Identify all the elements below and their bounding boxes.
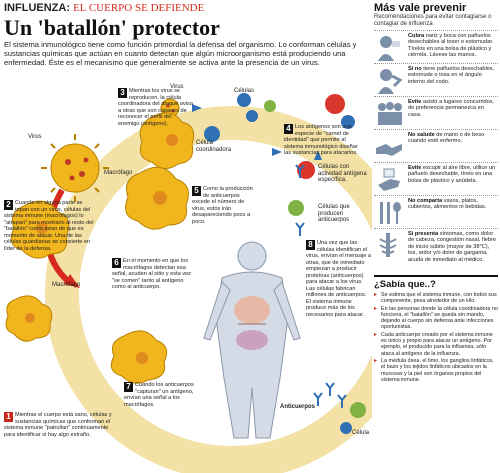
step-5: 5 Como la producción de anticuerpos exce… [192,186,258,225]
step-8-number: 8 [306,240,315,250]
tip-7-bold: Si presenta [408,231,439,237]
human-body-figure [203,241,301,439]
prevention-sidebar: Más vale prevenir Recomendaciones para e… [374,2,498,472]
cell-blue-3-icon [341,115,355,129]
step-2-text: Cuando en alguna parte se topan con un v… [4,200,94,252]
step-7-number: 7 [124,382,133,392]
tip-6-bold: No comparta [408,198,443,204]
tip-6-text: vasos, platos, cubiertos, alimentos ni b… [408,198,487,211]
cell-blue-icon [237,93,251,107]
cell-green-top-icon [264,100,276,112]
cell-bottom-icon [350,402,366,418]
step-4: 4 Los antígenos son una especie de "carn… [284,124,364,157]
did-you-know-item: Se estima que el sistema inmune, con tod… [374,292,498,305]
cell-active-icon [297,161,315,179]
did-you-know-item: La médula ósea, el timo, los ganglios li… [374,358,498,383]
tip-4-text: de mano o de beso cuando esté enfermo. [408,132,485,145]
step-2: 2 Cuando en alguna parte se topan con un… [4,200,94,252]
tip-2-bold: Si no [408,66,422,72]
step-1-text: Mientras el cuerpo está sano, células y … [4,412,112,438]
step-3: 3 Mientras los virus se reproducen, la c… [118,88,194,127]
kicker-main: INFLUENZA: [4,2,70,14]
did-you-know-item: Cada anticuerpo creado por el sistema in… [374,332,498,357]
step-5-text: Como la producción de anticuerpos excede… [192,186,253,225]
step-4-number: 4 [284,124,293,134]
cell-red-top-icon [325,94,345,114]
step-3-number: 3 [118,88,127,98]
tip-7-text: síntomas, como dolor de cabeza, congesti… [408,231,497,263]
tip-5-bold: Evite [408,165,422,171]
did-you-know-list: Se estima que el sistema inmune, con tod… [374,292,498,383]
tip-crowds: Evite asistir a lugares concurridos, de … [374,96,498,129]
step-7: 7 Cuando los anticuerpos "capturan" un a… [124,382,206,408]
macrophage-center-icon [110,330,168,384]
step-7-text: Cuando los anticuerpos "capturan" un ant… [124,382,194,408]
handshake-icon [376,144,402,156]
step-1-number: 1 [4,412,13,422]
elbow-sneeze-icon [378,69,403,94]
tip-1-text: nariz y boca con pañuelos desechables al… [408,33,494,59]
cutlery-icon [380,202,401,224]
cough-icon [378,36,400,61]
cell-bottom-2-icon [340,422,352,434]
label-celula-coordinadora: Célula coordinadora [196,140,232,153]
did-you-know-title: ¿Sabía que..? [374,275,498,290]
tip-spit: Evite escupir al aire libre, utilice un … [374,162,498,195]
tip-4-bold: No salude [408,132,435,138]
label-anticuerpos: Anticuerpos [280,404,316,410]
tip-elbow: Si no tiene pañuelos desechables, estorn… [374,63,498,96]
label-virus-left: Virus [28,134,42,140]
crowd-icon [378,102,402,125]
flow-arrows [192,104,322,160]
did-you-know: ¿Sabía que..? Se estima que el sistema i… [374,275,498,383]
virus-left-icon [41,134,109,202]
did-you-know-item: En las personas donde la célula coordina… [374,306,498,331]
macrophage-low-icon [5,295,53,342]
coordinator-cell-icon [204,126,220,142]
sidebar-title: Más vale prevenir [374,2,467,14]
tip-5-text: escupir al aire libre, utilice un pañuel… [408,165,496,184]
step-6-text: En el momento en que los macrófagos dete… [112,258,191,290]
label-macrofago-mid: Macrófago [104,170,133,176]
tip-1-bold: Cubra [408,33,425,39]
step-6-number: 6 [112,258,121,268]
tip-3-text: asistir a lugares concurridos, de prefer… [408,99,495,118]
tissue-icon [378,168,400,191]
step-1: 1 Mientras el cuerpo está sano, células … [4,412,112,438]
medical-icon [379,233,397,257]
tip-2-text: tiene pañuelos desechables, estornude o … [408,66,495,85]
step-3-text: Mientras los virus se reproducen, la cél… [118,88,193,127]
tip-symptoms: Si presenta síntomas, como dolor de cabe… [374,228,498,272]
step-8-text: Una vez que las células identifican el v… [306,240,371,318]
kicker-sub: EL CUERPO SE DEFIENDE [73,2,205,14]
step-5-number: 5 [192,186,201,196]
label-macrofago-low: Macrófago [52,282,81,288]
sidebar-subtitle: Recomendaciones para evitar contagiarse … [374,14,492,27]
kicker: INFLUENZA: EL CUERPO SE DEFIENDE [4,2,204,14]
macrophage-left-icon [10,200,70,259]
step-8: 8 Una vez que las células identifican el… [306,240,372,318]
label-celulas-actividad: Células con actividad antígena específic… [318,164,367,183]
antibodies-icon [295,164,347,408]
label-celulas: Células [234,88,255,94]
cell-antibody-producer-icon [288,200,304,216]
tip-cover: Cubra nariz y boca con pañuelos desechab… [374,30,498,63]
step-4-text: Los antígenos son una especie de "carnet… [284,124,358,156]
red-arrow-head [64,274,80,288]
macrophage-top-icon [139,112,195,169]
step-6: 6 En el momento en que los macrófagos de… [112,258,192,291]
macrophage-mid-icon [125,166,189,230]
tip-sharing: No comparta vasos, platos, cubiertos, al… [374,195,498,228]
tip-greeting: No salude de mano o de beso cuando esté … [374,129,498,162]
tip-3-bold: Evite [408,99,422,105]
label-celula: Célula [352,430,370,436]
step-2-number: 2 [4,200,13,210]
process-ring [45,106,372,473]
cell-blue-2-icon [246,110,258,122]
label-celulas-anticuerpos: Células que producen anticuerpos [318,204,350,223]
page-title: Un 'batallón' protector [4,15,220,40]
intro-text: El sistema inmunológico tiene como funci… [4,40,357,67]
label-virus-top: Virus [170,84,184,90]
immune-illustration [5,93,372,473]
